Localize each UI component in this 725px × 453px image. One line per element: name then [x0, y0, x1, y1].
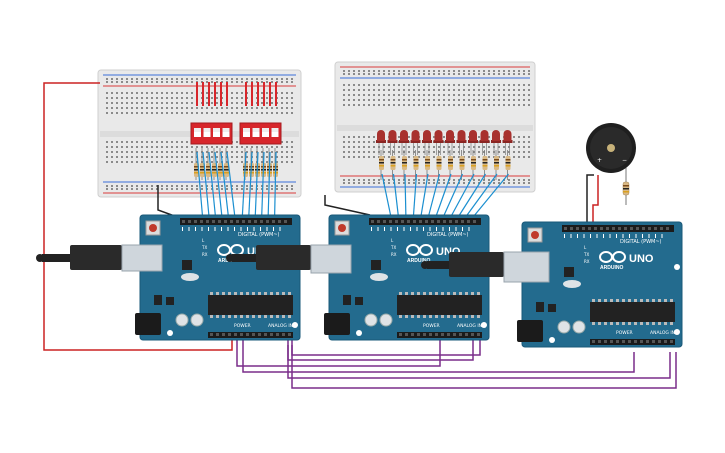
l-led-label: L [391, 238, 394, 243]
wire-red-piezo [592, 175, 599, 222]
dip-switch-2[interactable] [239, 122, 282, 145]
led-row[interactable] [376, 130, 513, 155]
tx-label: TX [390, 245, 396, 250]
arduino-infinity-icon [406, 244, 433, 256]
breadboard-holes [106, 78, 293, 190]
rx-label: RX [202, 252, 208, 257]
reset-button-icon[interactable] [527, 227, 543, 243]
analog-label: ANALOG IN [457, 323, 482, 329]
board-brand-label: ARDUINO [407, 258, 430, 264]
power-label: POWER [423, 323, 440, 329]
analog-label: ANALOG IN [268, 323, 293, 329]
dip-switch-1[interactable] [190, 122, 233, 145]
wire-purple-6 [291, 345, 677, 389]
power-label: POWER [234, 323, 251, 329]
tx-label: TX [583, 252, 589, 257]
arduino-infinity-icon [599, 251, 626, 263]
digital-label: DIGITAL (PWM~) [620, 239, 662, 245]
usb-cable-icon[interactable] [226, 244, 352, 274]
wire-purple-5 [287, 345, 671, 379]
rx-label: RX [391, 252, 397, 257]
usb-cable-icon[interactable] [36, 244, 163, 272]
analog-label: ANALOG IN [650, 330, 675, 336]
digital-label: DIGITAL (PWM~) [427, 232, 469, 238]
wire-blue-group-2 [381, 173, 509, 223]
wire-purple-3 [291, 340, 481, 356]
wire-purple-2 [287, 340, 474, 361]
board-brand-label: ARDUINO [600, 265, 623, 271]
reset-button-icon[interactable] [334, 220, 350, 236]
breadboard-holes [343, 70, 530, 184]
arduino-board-3[interactable]: UNO ARDUINO DIGITAL (PWM~) POWER ANALOG IN TX… [517, 221, 683, 348]
wires[interactable] [43, 82, 677, 389]
dip-switch-pins [196, 82, 277, 106]
piezo-buzzer-icon[interactable]: + − [586, 123, 636, 205]
tx-label: TX [201, 245, 207, 250]
wire-purple-1 [236, 340, 441, 367]
wire-black-piezo [586, 174, 594, 222]
wire-blue-group-1 [196, 151, 277, 223]
digital-label: DIGITAL (PWM~) [238, 232, 280, 238]
wire-black-gnd-2 [324, 195, 371, 216]
svg-text:+: + [597, 157, 602, 164]
wire-red-5v [43, 82, 233, 351]
rx-label: RX [584, 259, 590, 264]
board-model-label: UNO [629, 253, 654, 265]
usb-cable-icon[interactable] [421, 251, 550, 283]
power-label: POWER [616, 330, 633, 336]
breadboard-right[interactable] [334, 61, 536, 193]
wire-purple-4 [242, 340, 635, 373]
svg-text:−: − [622, 157, 627, 164]
reset-button-icon[interactable] [145, 220, 161, 236]
l-led-label: L [202, 238, 205, 243]
l-led-label: L [584, 245, 587, 250]
